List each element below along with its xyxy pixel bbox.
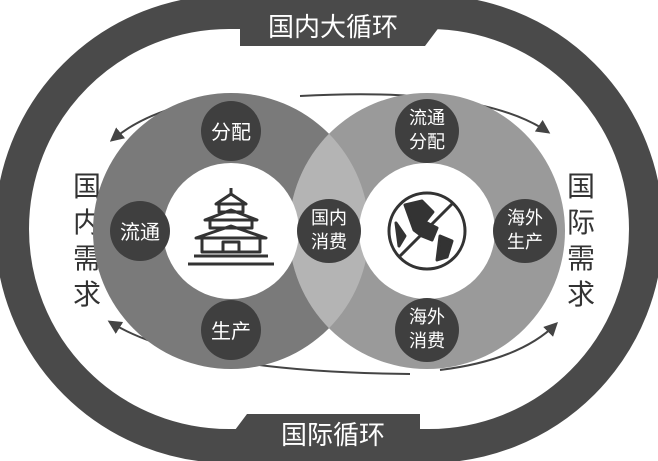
- svg-text:国: 国: [567, 170, 595, 203]
- node-production-label: 生产: [211, 319, 251, 343]
- node-distribution: [201, 101, 261, 161]
- right-label: 国 际 需 求: [567, 170, 595, 311]
- node-production: [201, 300, 261, 360]
- svg-text:需: 需: [567, 242, 595, 275]
- top-arrow-tab: [240, 6, 440, 46]
- domestic-hub: [163, 163, 299, 299]
- node-circulation-distribution-line2: 分配: [409, 132, 445, 153]
- bottom-label: 国际循环: [281, 421, 385, 451]
- node-distribution-label: 分配: [211, 120, 251, 144]
- node-domestic-consumption-line1: 国内: [311, 208, 347, 229]
- svg-text:国: 国: [73, 170, 101, 203]
- node-overseas-production-line1: 海外: [507, 208, 543, 229]
- temple-of-heaven-icon: [188, 188, 274, 266]
- node-overseas-consumption-line2: 消费: [409, 331, 445, 352]
- node-circulation: [110, 201, 170, 261]
- node-domestic-consumption: [297, 199, 361, 263]
- node-domestic-consumption-line2: 消费: [311, 232, 347, 253]
- node-overseas-consumption: [395, 298, 459, 362]
- node-circulation-distribution-line1: 流通: [409, 108, 445, 129]
- node-circulation-distribution: [395, 99, 459, 163]
- globe-icon: [387, 191, 467, 271]
- svg-text:求: 求: [73, 278, 101, 311]
- bottom-arrow-tab: [232, 414, 420, 454]
- node-overseas-consumption-line1: 海外: [409, 307, 445, 328]
- node-circulation-label: 流通: [120, 220, 160, 244]
- node-overseas-production-line2: 生产: [507, 232, 543, 253]
- svg-text:际: 际: [567, 206, 595, 239]
- flow-arrow-bottom-right: [439, 322, 558, 371]
- node-overseas-production: [493, 199, 557, 263]
- top-label: 国内大循环: [268, 13, 398, 43]
- svg-text:求: 求: [567, 278, 595, 311]
